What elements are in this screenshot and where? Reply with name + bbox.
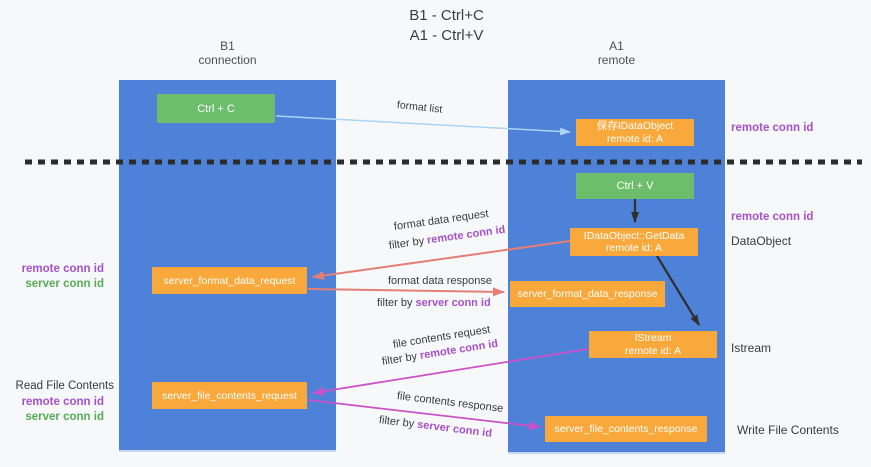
node-server-format-data-request: server_format_data_request bbox=[152, 267, 307, 294]
node-istream: IStream remote id: A bbox=[589, 331, 717, 358]
save-idataobject-line1: 保存IDataObject bbox=[596, 120, 674, 132]
node-server-file-contents-request: server_file_contents_request bbox=[152, 382, 307, 409]
node-server-file-contents-response: server_file_contents_response bbox=[545, 416, 707, 442]
node-ctrl-c: Ctrl + C bbox=[157, 94, 275, 123]
file-contents-response-label: file contents response bbox=[396, 390, 504, 415]
ctrl-c-label: Ctrl + C bbox=[197, 102, 235, 115]
column-b1-name: B1 bbox=[220, 39, 235, 53]
left-remote-conn-id-2: remote conn id bbox=[21, 396, 104, 408]
node-server-format-data-response: server_format_data_response bbox=[510, 281, 665, 307]
save-idataobject-line2: remote id: A bbox=[606, 132, 664, 145]
filter-by-text-1: filter by bbox=[388, 234, 428, 252]
format-data-response-filter-label: filter by server conn id bbox=[377, 297, 491, 309]
format-data-response-label: format data response bbox=[388, 275, 492, 287]
node-save-idataobject: 保存IDataObject remote id: A bbox=[576, 119, 694, 146]
column-a1-role: remote bbox=[597, 53, 636, 67]
istream-side-label: Istream bbox=[731, 341, 772, 355]
left-server-conn-id-1: server conn id bbox=[25, 278, 104, 290]
arrow-format-data-response bbox=[307, 287, 505, 297]
read-file-contents-label: Read File Contents bbox=[15, 380, 114, 392]
server-format-data-response-label: server_format_data_response bbox=[517, 288, 658, 300]
node-idataobject-getdata: IDataObject::GetData remote id: A bbox=[570, 228, 698, 256]
right-remote-conn-id-1: remote conn id bbox=[731, 122, 814, 134]
istream-line2: remote id: A bbox=[624, 344, 682, 357]
remote-conn-id-inline-1: remote conn id bbox=[426, 223, 507, 247]
left-remote-conn-id-1: remote conn id bbox=[21, 263, 104, 275]
getdata-line2: remote id: A bbox=[605, 242, 663, 254]
title-line-2: A1 - Ctrl+V bbox=[409, 27, 484, 44]
left-server-conn-id-2: server conn id bbox=[25, 411, 104, 423]
node-ctrl-v: Ctrl + V bbox=[576, 173, 694, 199]
column-b1-role: connection bbox=[198, 53, 257, 67]
server-file-contents-response-label: server_file_contents_response bbox=[554, 423, 698, 435]
istream-line1: IStream bbox=[634, 332, 672, 344]
server-conn-id-inline-2: server conn id bbox=[416, 418, 493, 440]
server-format-data-request-label: server_format_data_request bbox=[163, 274, 296, 287]
filter-by-text-3: filter by bbox=[381, 350, 421, 368]
format-list-label: format list bbox=[396, 99, 443, 116]
column-a1-name: A1 bbox=[609, 39, 624, 53]
column-header-b1: B1 connection bbox=[119, 39, 336, 67]
diagram-title: B1 - Ctrl+C A1 - Ctrl+V bbox=[0, 6, 871, 46]
right-remote-conn-id-2: remote conn id bbox=[731, 211, 814, 223]
file-contents-response-filter-label: filter by server conn id bbox=[378, 414, 492, 440]
server-file-contents-request-label: server_file_contents_request bbox=[162, 389, 297, 402]
ctrl-v-label: Ctrl + V bbox=[616, 180, 654, 192]
dataobject-label: DataObject bbox=[731, 234, 792, 248]
server-conn-id-inline-1: server conn id bbox=[415, 297, 491, 309]
column-header-a1: A1 remote bbox=[508, 39, 725, 67]
filter-by-text-4: filter by bbox=[378, 414, 418, 431]
getdata-line1: IDataObject::GetData bbox=[583, 229, 685, 242]
title-line-1: B1 - Ctrl+C bbox=[409, 7, 484, 24]
write-file-contents-label: Write File Contents bbox=[737, 423, 839, 437]
filter-by-text-2: filter by bbox=[377, 297, 416, 309]
